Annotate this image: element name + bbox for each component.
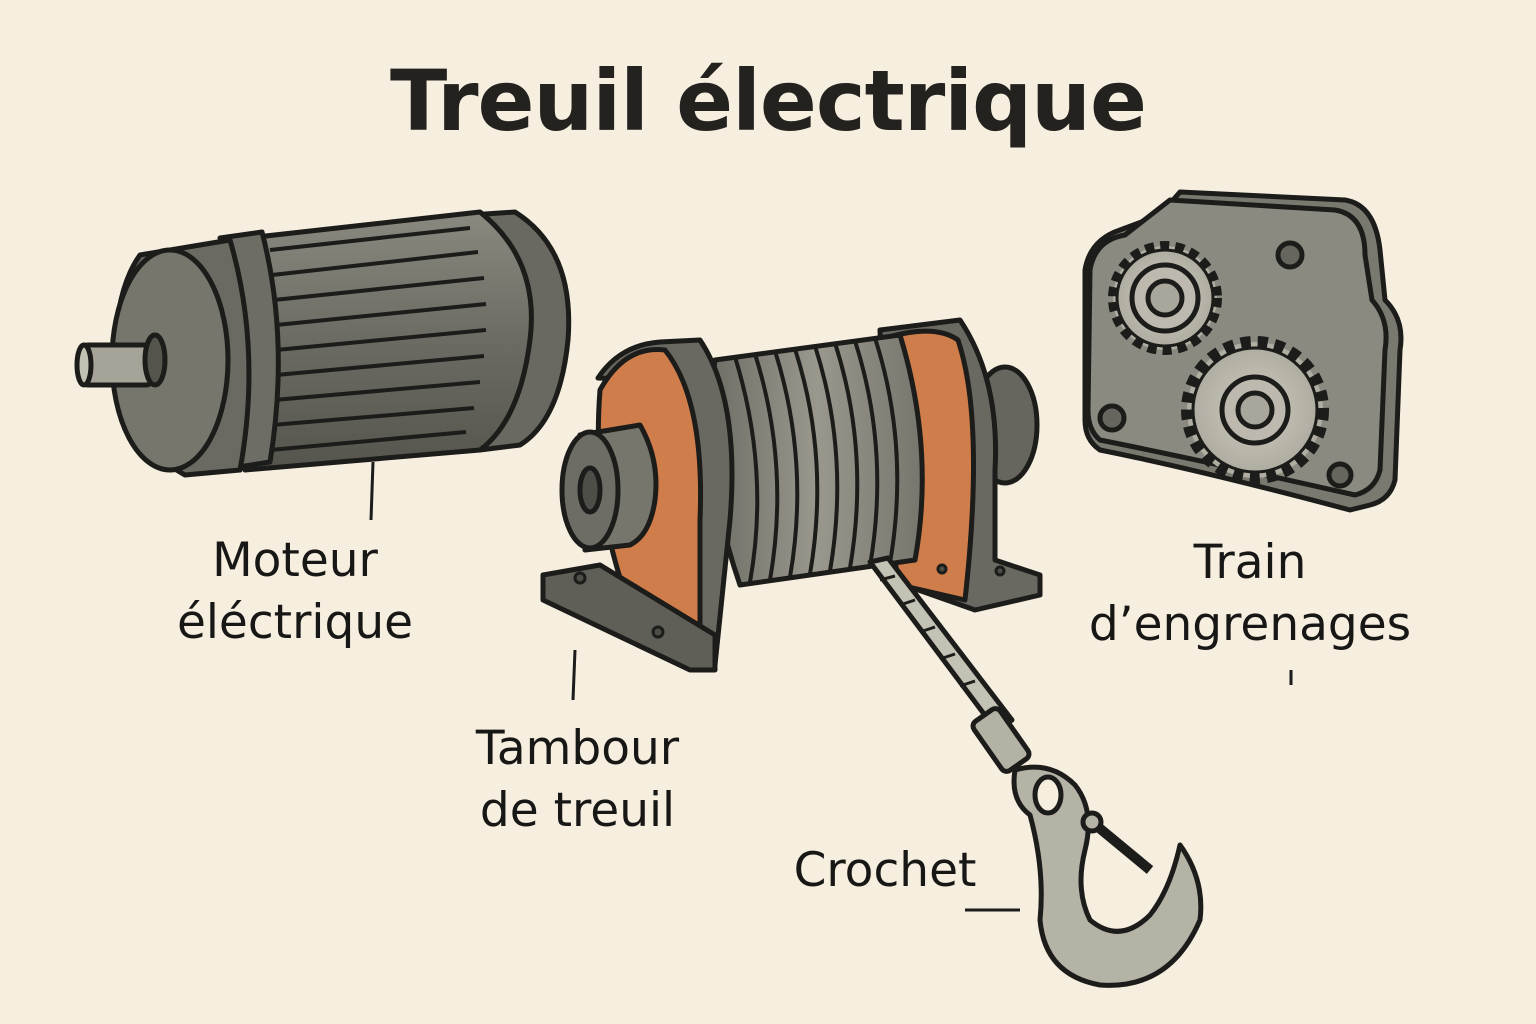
gear-train-icon [1082,189,1404,513]
hook-icon [867,555,1204,988]
label-drum-line-1: Tambour [475,721,680,776]
label-gears-line-2: d’engrenages [1088,597,1412,652]
label-hook-line-1: Crochet [793,843,977,898]
motor-leader-line [369,461,375,521]
drum-leader-line [571,649,577,701]
label-gears: Train d’engrenages [1060,532,1440,656]
electric-motor-icon [74,209,572,478]
label-drum-line-2: de treuil [479,783,676,838]
label-motor-line-1: Moteur [212,533,378,588]
label-motor-line-2: éléctrique [176,595,414,650]
label-gears-line-1: Train [1193,535,1307,590]
winch-drum-icon [540,317,1043,673]
label-drum: Tambour de treuil [440,718,715,842]
label-motor: Moteur éléctrique [150,530,440,654]
label-hook: Crochet [770,840,1000,902]
diagram-title: Treuil électrique [390,52,1147,150]
